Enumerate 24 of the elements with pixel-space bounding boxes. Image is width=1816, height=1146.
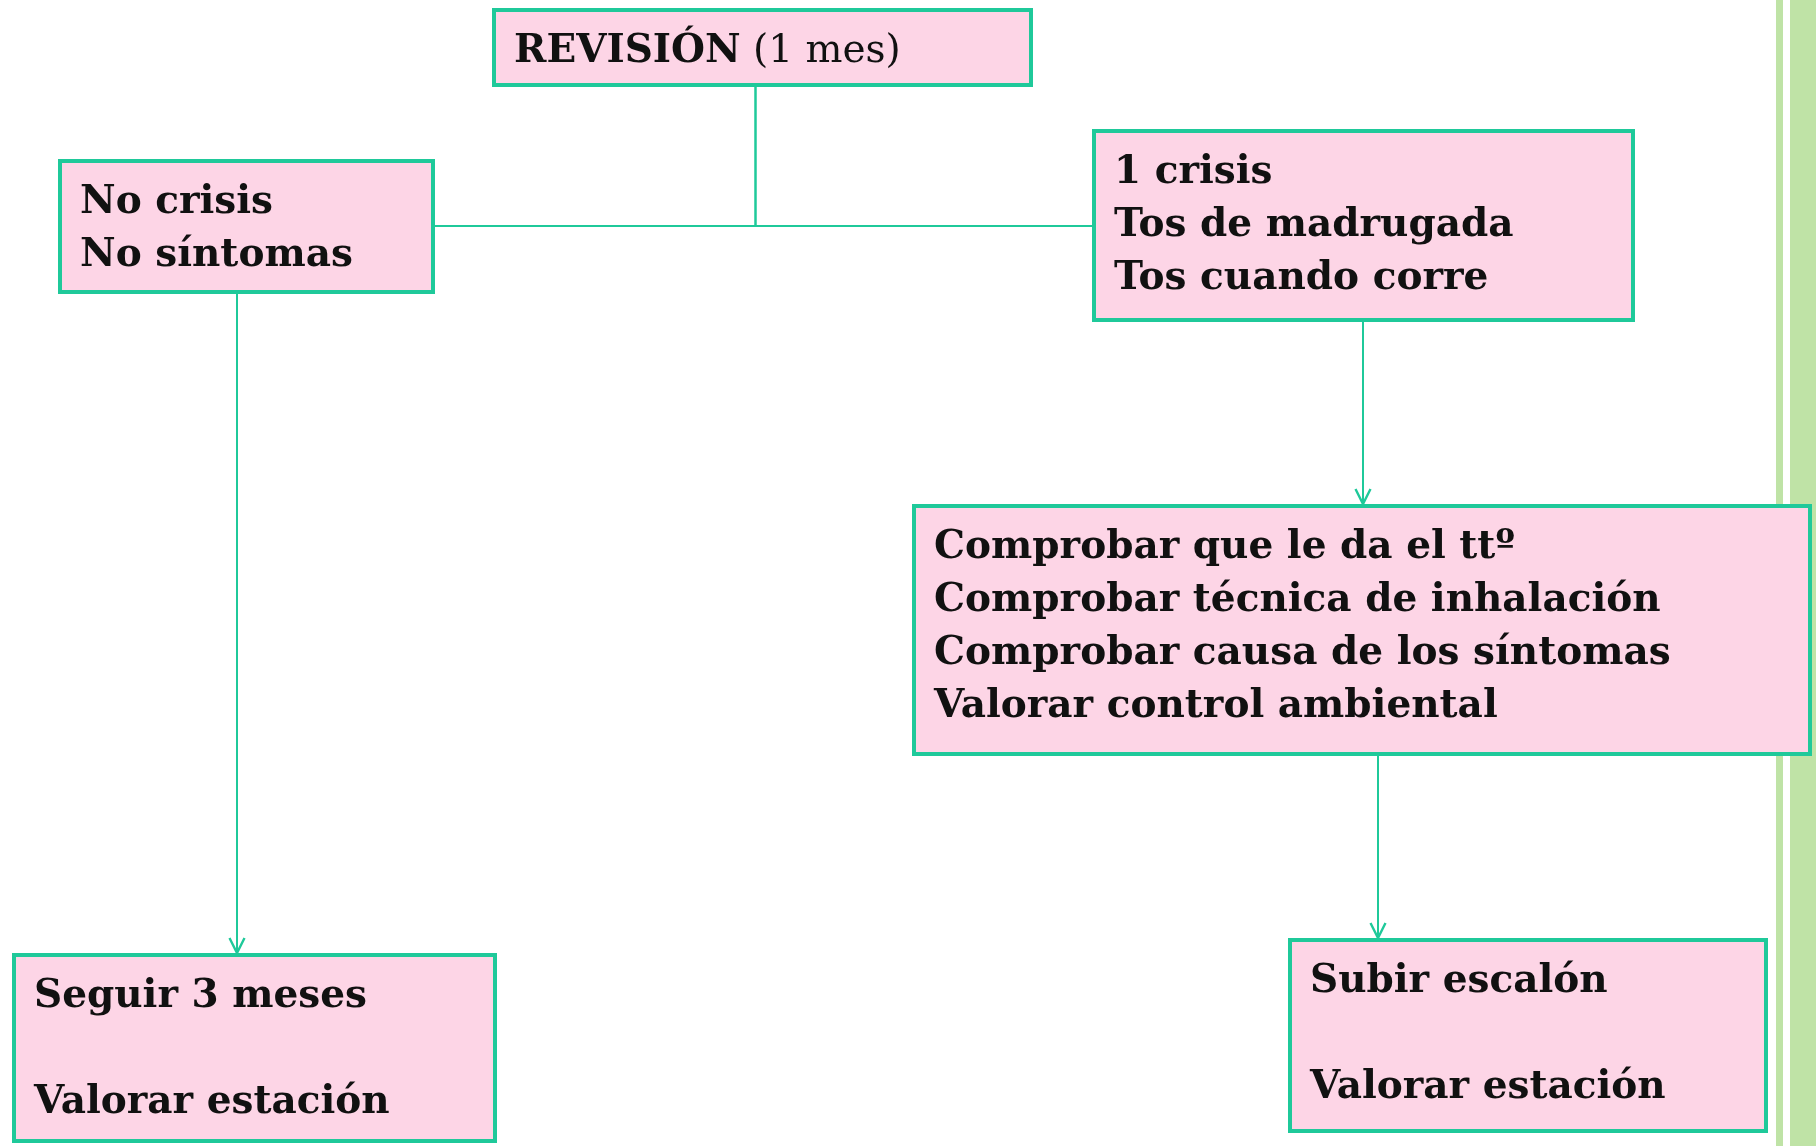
arrow bbox=[1369, 755, 1387, 940]
box-text: Valorar control ambiental bbox=[934, 679, 1498, 728]
process-box bbox=[12, 953, 497, 1143]
box-text: REVISIÓN (1 mes) bbox=[514, 24, 901, 73]
box-text: Comprobar que le da el ttº bbox=[934, 520, 1515, 569]
box-text: Tos cuando corre bbox=[1114, 251, 1489, 300]
box-text: Valorar estación bbox=[1310, 1060, 1666, 1109]
box-text: Subir escalón bbox=[1310, 954, 1608, 1003]
box-text: Tos de madrugada bbox=[1114, 198, 1514, 247]
arrow bbox=[228, 293, 246, 955]
box-text: Seguir 3 meses bbox=[34, 969, 368, 1018]
box-text: No síntomas bbox=[80, 228, 353, 277]
box-text: No crisis bbox=[80, 175, 274, 224]
arrow bbox=[1354, 321, 1372, 506]
box-text: Comprobar causa de los síntomas bbox=[934, 626, 1671, 675]
process-box bbox=[1092, 129, 1635, 322]
process-box bbox=[58, 159, 435, 294]
connector-line bbox=[754, 86, 1093, 227]
box-text: Comprobar técnica de inhalación bbox=[934, 573, 1661, 622]
process-box bbox=[912, 504, 1812, 756]
box-text: Valorar estación bbox=[34, 1075, 390, 1124]
process-box bbox=[492, 8, 1033, 87]
box-text: 1 crisis bbox=[1114, 145, 1273, 194]
process-box bbox=[1288, 938, 1768, 1133]
